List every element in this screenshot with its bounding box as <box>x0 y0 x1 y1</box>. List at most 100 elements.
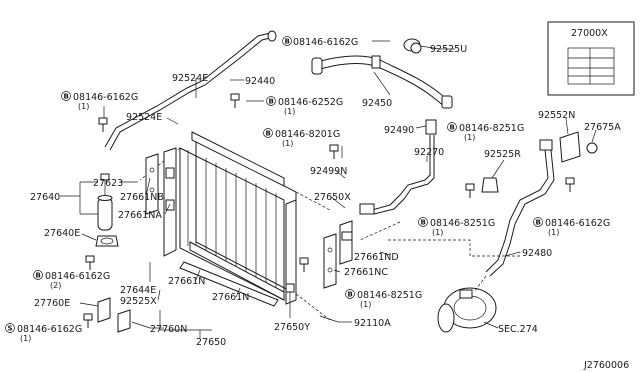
part-27661nd: 27661ND <box>354 252 399 263</box>
label-27000x-box: 27000X <box>547 21 635 96</box>
part-27640: 27640 <box>30 192 60 203</box>
bolt-08146-6252g: 08146-6252G <box>278 97 343 108</box>
b-prefix: B <box>266 130 271 138</box>
callout-b-6252g: B 08146-6252G (1) <box>266 96 343 116</box>
part-92524e-mid: 92524E <box>126 112 162 123</box>
dashed-guides <box>359 221 520 257</box>
bolt-glyph <box>465 183 475 198</box>
callout-b-6162g-right: B 08146-6162G (1) <box>533 217 610 237</box>
part-92525r: 92525R <box>484 149 521 160</box>
b-prefix: B <box>64 93 69 101</box>
clip-92525u <box>403 38 441 54</box>
part-92499n: 92499N <box>310 166 347 177</box>
compressor <box>437 275 497 333</box>
condenser-side-tank-right <box>285 199 297 305</box>
part-27644e: 27644E <box>120 285 156 296</box>
qty: (1) <box>282 139 293 148</box>
diagram-id: J2760006 <box>583 360 629 371</box>
part-92525u: 92525U <box>430 44 467 55</box>
switch-27675a <box>586 142 598 154</box>
part-92110a: 92110A <box>354 318 391 329</box>
qty: (1) <box>78 102 89 111</box>
part-sec274: SEC.274 <box>498 324 538 335</box>
part-92524e-top: 92524E <box>172 73 208 84</box>
condenser-side-tank-left <box>163 147 177 257</box>
bolt-glyph <box>565 177 575 192</box>
part-27675a: 27675A <box>584 122 621 133</box>
bolts <box>83 93 575 328</box>
qty: (2) <box>50 281 61 290</box>
b-prefix: B <box>421 219 426 227</box>
qty: (1) <box>548 228 559 237</box>
bolt-08146-6162g-top: 08146-6162G <box>293 37 358 48</box>
part-27661na: 27661NA <box>118 210 162 221</box>
bracket-27640e <box>95 235 119 247</box>
callout-b-6162g-bl: B 08146-6162G (2) <box>33 270 110 290</box>
bolt-08146-8251g-mid: 08146-8251G <box>430 218 495 229</box>
part-27640e: 27640E <box>44 228 80 239</box>
bracket-27661nc <box>323 233 337 289</box>
part-27650: 27650 <box>196 337 226 348</box>
clip-92525r <box>481 177 499 193</box>
qty: (1) <box>284 107 295 116</box>
callout-b-8251g-bot: B 08146-8251G (1) <box>345 289 422 309</box>
part-27661n-a: 27661N <box>168 276 205 287</box>
b-prefix: B <box>285 38 290 46</box>
bolt-08146-6162g-left: 08146-6162G <box>73 92 138 103</box>
callout-s-6162g: S 08146-6162G (1) <box>5 323 82 343</box>
part-27760n: 27760N <box>150 324 187 335</box>
part-27000x: 27000X <box>571 28 608 39</box>
receiver-drier-27640 <box>97 173 113 231</box>
seal-27661n <box>179 261 279 307</box>
pipe-92450 <box>311 55 453 109</box>
leader-lines <box>60 40 597 338</box>
part-27650x: 27650X <box>314 192 351 203</box>
b-prefix: B <box>269 98 274 106</box>
qty: (1) <box>20 334 31 343</box>
callout-b-6162g-top: B 08146-6162G <box>282 36 358 48</box>
b-prefix: B <box>450 124 455 132</box>
part-27661n-b: 27661N <box>212 292 249 303</box>
bolt-08146-8201g: 08146-8201G <box>275 129 340 140</box>
bracket-92552n <box>559 131 581 163</box>
part-92480: 92480 <box>522 248 552 259</box>
condenser-core <box>139 131 331 321</box>
b-prefix: B <box>348 291 353 299</box>
part-92450: 92450 <box>362 98 392 109</box>
bolt-glyph <box>329 144 339 159</box>
bracket-27661nd <box>339 220 353 265</box>
bolt-08146-6162g-s: 08146-6162G <box>17 324 82 335</box>
callout-b-8251g-top: B 08146-8251G (1) <box>447 122 524 142</box>
bracket-27760e <box>97 297 131 333</box>
pipe-92440 <box>104 30 277 151</box>
bolt-08146-8251g-bot: 08146-8251G <box>357 290 422 301</box>
bolt-08146-8251g-top: 08146-8251G <box>459 123 524 134</box>
callout-b-6162g-left: B 08146-6162G (1) <box>61 91 138 111</box>
bolt-glyph <box>85 255 95 270</box>
qty: (1) <box>432 228 443 237</box>
part-92490: 92490 <box>384 125 414 136</box>
callout-b-8201g: B 08146-8201G (1) <box>263 128 340 148</box>
part-92440: 92440 <box>245 76 275 87</box>
qty: (1) <box>464 133 475 142</box>
part-92525x: 92525X <box>120 296 157 307</box>
part-27650y: 27650Y <box>274 322 310 333</box>
bolt-glyph <box>230 93 240 108</box>
s-prefix: S <box>8 325 13 333</box>
qty: (1) <box>360 300 371 309</box>
part-27760e: 27760E <box>34 298 70 309</box>
callout-b-8251g-mid: B 08146-8251G (1) <box>418 217 495 237</box>
bolt-08146-6162g-right: 08146-6162G <box>545 218 610 229</box>
part-27661nc: 27661NC <box>344 267 388 278</box>
b-prefix: B <box>36 272 41 280</box>
bracket-27661nb <box>145 153 159 215</box>
part-27623: 27623 <box>93 178 123 189</box>
part-92552n: 92552N <box>538 110 575 121</box>
bolt-glyph <box>83 313 93 328</box>
bolt-08146-6162g-bl: 08146-6162G <box>45 271 110 282</box>
pipe-92490 <box>359 119 437 215</box>
bolt-glyph <box>285 283 295 293</box>
bolt-glyph <box>299 257 309 272</box>
part-92270: 92270 <box>414 147 444 158</box>
